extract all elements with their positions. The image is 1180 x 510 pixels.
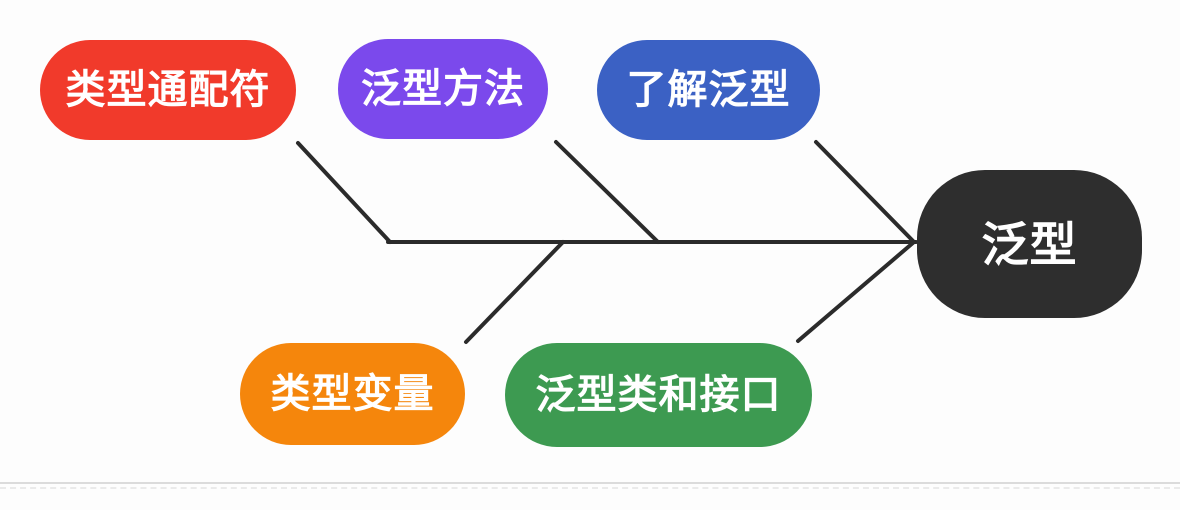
branch-line-generic-class-interface <box>796 240 916 343</box>
node-root-generics[interactable]: 泛型 <box>917 170 1142 318</box>
node-type-wildcard-label: 类型通配符 <box>65 68 271 112</box>
branch-line-understand-generics <box>814 140 916 244</box>
node-type-variable-label: 类型变量 <box>270 372 435 416</box>
node-generic-method[interactable]: 泛型方法 <box>338 39 548 139</box>
branch-line-type-wildcard <box>296 141 392 244</box>
branch-line-type-variable <box>464 240 565 344</box>
node-type-wildcard[interactable]: 类型通配符 <box>40 40 296 140</box>
node-understand-generics[interactable]: 了解泛型 <box>597 40 820 140</box>
bottom-divider-line <box>0 482 1180 484</box>
node-generic-method-label: 泛型方法 <box>361 67 525 111</box>
node-root-generics-label: 泛型 <box>981 217 1078 271</box>
branch-line-generic-method <box>554 140 660 244</box>
bottom-divider-dashed-line <box>0 487 1180 489</box>
node-generic-class-interface[interactable]: 泛型类和接口 <box>505 343 812 447</box>
node-generic-class-interface-label: 泛型类和接口 <box>535 373 782 417</box>
node-understand-generics-label: 了解泛型 <box>626 68 791 112</box>
node-type-variable[interactable]: 类型变量 <box>240 343 465 445</box>
